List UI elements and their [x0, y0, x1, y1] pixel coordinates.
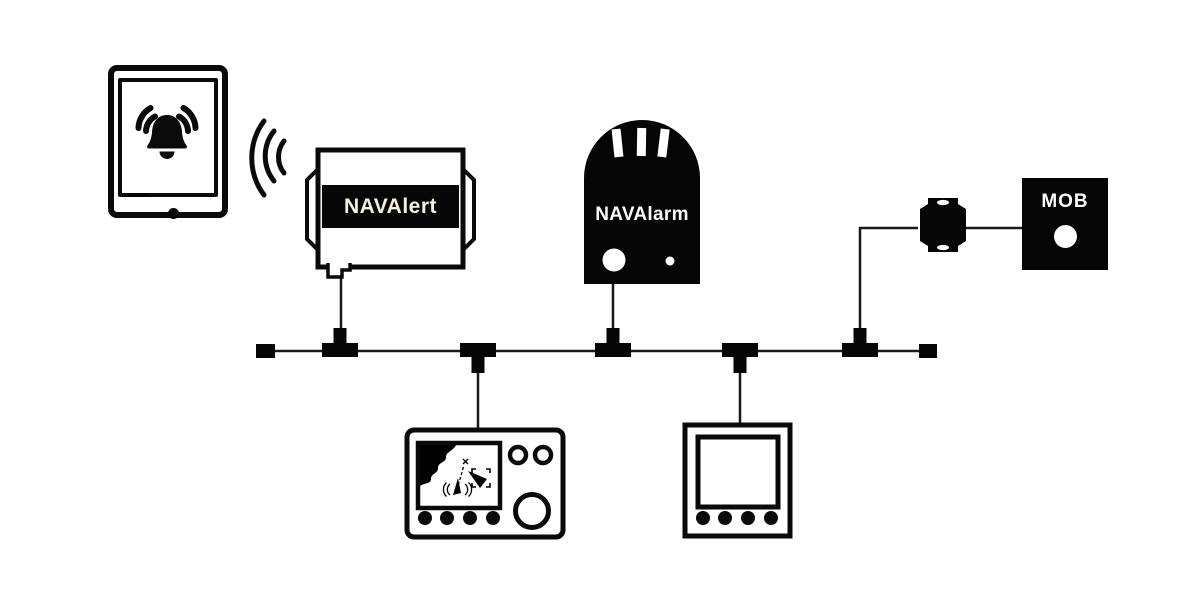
tablet-screen-mark	[127, 193, 147, 197]
tee-connector-up-1	[322, 328, 358, 357]
tee-connector-down-1	[460, 343, 496, 373]
tee-connector-up-3	[842, 328, 878, 357]
wireless-signal-icon	[249, 118, 287, 198]
instrument-display-icon	[682, 422, 793, 539]
instrument-button-row	[696, 511, 778, 525]
chartplotter-display-icon	[404, 427, 566, 540]
mob-branch-wire-left	[858, 226, 918, 332]
plotter-button-small-1	[507, 444, 529, 466]
mob-button-circle	[1054, 225, 1077, 248]
tablet-home-button	[168, 208, 179, 219]
navalert-label: NAVAlert	[343, 195, 438, 218]
navalarm-label: NAVAlarm	[595, 204, 689, 225]
navalarm-device	[580, 118, 704, 286]
terminator-left	[256, 344, 275, 358]
plotter-button-small-2	[532, 444, 554, 466]
junction-box-icon	[920, 198, 966, 252]
navalarm-body	[584, 120, 700, 284]
mob-device: MOB	[1022, 178, 1108, 270]
plotter-button-row	[418, 511, 500, 525]
tablet-alarm-bell-icon	[135, 105, 199, 159]
tee-connector-down-2	[722, 343, 758, 373]
navalert-body	[305, 147, 476, 279]
mob-label: MOB	[1041, 191, 1089, 212]
tee-connector-up-2	[595, 328, 631, 357]
tablet-device	[108, 65, 228, 219]
terminator-right	[919, 344, 937, 358]
navalert-device	[302, 145, 478, 285]
chart-screen-content	[420, 445, 491, 497]
plotter-knob	[513, 492, 551, 530]
